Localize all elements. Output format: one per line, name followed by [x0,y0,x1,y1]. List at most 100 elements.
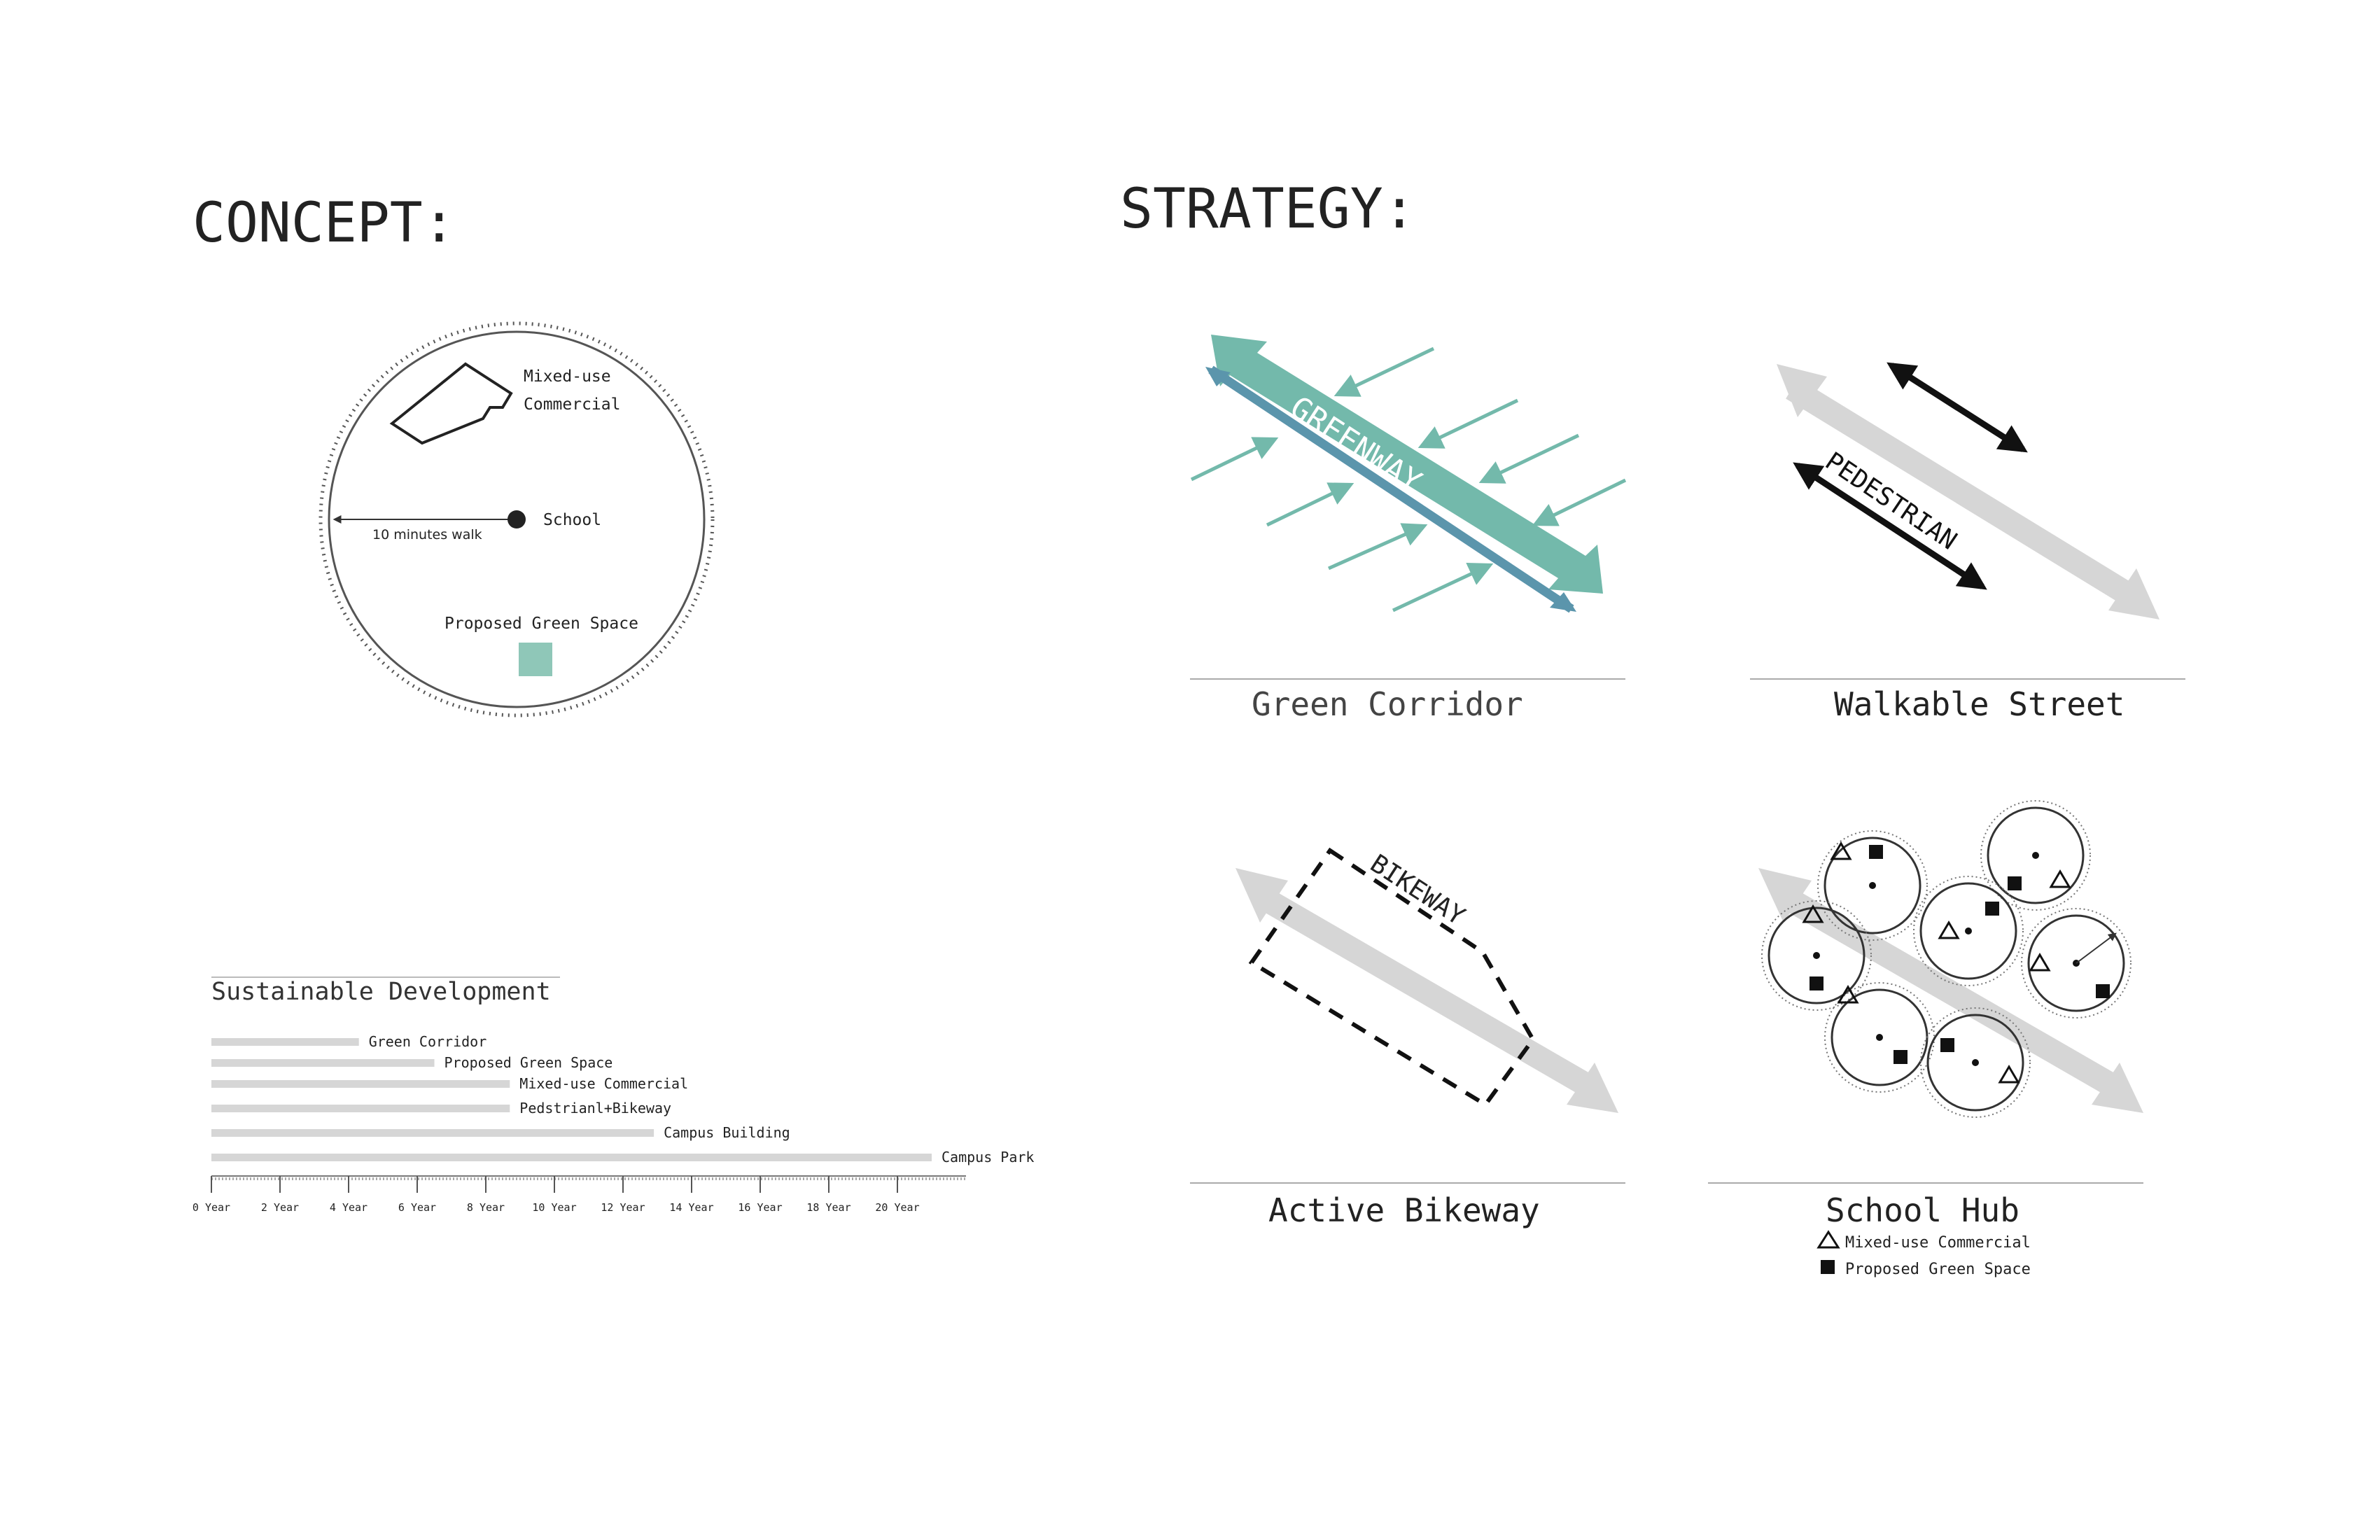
hub-school-dot [1965,927,1972,934]
hub-dotted-ring [1817,830,1928,941]
x-tick-label: 8 Year [467,1201,505,1214]
hub-circles [1761,800,2132,1118]
bikeway-dashed-lane [1248,847,1536,1107]
hub-circle [2027,914,2125,1012]
hub-circle [1823,836,1921,934]
street-arrow-head-end [2108,568,2160,620]
hub-dotted-ring [1761,900,1872,1011]
bar [211,1038,359,1046]
corridor-blue-arrow-head-end [1550,592,1576,612]
hub-circle [1768,906,1865,1004]
hub-school-dot [1813,952,1820,959]
bar-label: Campus Park [941,1149,1034,1166]
x-tick-label: 4 Year [330,1201,368,1214]
bar-label: Pedstrianl+Bikeway [519,1100,671,1116]
hub-green-space-square [1893,1050,1907,1064]
bar [211,1105,510,1112]
hub-circle [1987,806,2085,904]
hub-arrow-shaft [1777,886,2124,1099]
hub-mixed-use-triangle [1998,1065,2020,1084]
concept-heading: CONCEPT: [192,192,456,255]
hub-mixed-use-triangle [1938,920,1960,939]
x-tick-label: 20 Year [875,1201,919,1214]
bar-label: Proposed Green Space [444,1054,613,1071]
school-label: School [543,511,601,529]
hub-dotted-ring [1913,876,2024,986]
hub-mixed-use-triangle [2029,953,2051,972]
hub-mixed-use-triangle [1837,985,1859,1004]
flow-arrow [1478,433,1580,484]
flow-arrow [1418,398,1519,449]
bar [211,1059,435,1067]
flow-arrow [1334,346,1435,397]
x-tick-label: 16 Year [738,1201,782,1214]
strategy-heading: STRATEGY: [1120,178,1416,241]
legend-green-space: Proposed Green Space [1845,1261,2031,1278]
active-bikeway-caption: Active Bikeway [1268,1191,1540,1229]
panel-active-bikeway: BIKEWAY Active Bikeway [1190,847,1625,1229]
walk-radius-outer-dotted [318,321,715,718]
mixed-use-commercial-shape [389,362,513,445]
hub-green-space-square [1869,845,1883,859]
bar [211,1129,654,1137]
hub-mixed-use-triangle [2049,869,2071,888]
hub-radius-arrow [2076,932,2117,964]
sustainable-development-chart: Sustainable Development Green CorridorPr… [192,976,1034,1214]
hub-circle [1926,1014,2024,1112]
x-tick-label: 10 Year [532,1201,576,1214]
panel-school-hub: School Hub Mixed-use Commercial Proposed… [1708,800,2143,1278]
flow-arrow [1327,523,1428,570]
bar-label: Mixed-use Commercial [519,1075,688,1092]
x-tick-label: 6 Year [398,1201,436,1214]
hub-dotted-ring [1920,1007,2031,1118]
bikeway-arrow-head-end [1567,1063,1618,1113]
hub-green-space-square [2096,984,2110,998]
street-arrow-head-start [1777,364,1827,417]
walk-label: 10 minutes walk [372,527,482,542]
corridor-blue-arrow-head-start [1205,367,1231,386]
flow-arrow [1532,478,1627,526]
hub-mixed-use-triangle [1802,904,1824,923]
x-tick-label: 18 Year [806,1201,850,1214]
school-hub-caption: School Hub [1826,1191,2019,1229]
hub-arrow-head-end [2092,1063,2143,1113]
hub-school-dot [1876,1034,1883,1041]
bikeway-arrow-shaft [1254,886,1599,1099]
flow-arrows [1190,346,1627,612]
pedestrian-label: PEDESTRIAN [1820,447,1962,555]
x-tick-label: 2 Year [261,1201,299,1214]
flow-arrow [1190,437,1279,482]
hub-mixed-use-triangle [1830,841,1852,860]
mixed-use-label-line1: Mixed-use [524,368,611,386]
hub-green-space-square [1985,902,1999,916]
legend-triangle-icon [1816,1230,1840,1249]
concept-diagram: Mixed-use Commercial School 10 minutes w… [318,321,715,718]
flow-arrow [1392,562,1494,612]
pedestrian-arrow-lower [1793,462,1987,590]
hub-school-dot [1869,882,1876,889]
green-corridor-caption: Green Corridor [1252,685,1523,723]
walk-radius-circle [328,330,706,708]
flow-arrow [1266,482,1354,527]
bar [211,1080,510,1088]
bar-label: Campus Building [664,1124,790,1141]
panel-walkable-street: PEDESTRIAN Walkable Street [1750,362,2185,723]
panel-green-corridor: GREENWAY Green Corridor [1190,335,1627,723]
chart-title: Sustainable Development [211,978,551,1006]
hub-green-space-square [1809,976,1823,990]
corridor-blue-arrow [1208,365,1574,613]
hub-green-space-square [2008,876,2022,890]
mixed-use-label-line2: Commercial [524,396,620,414]
x-tick-label: 12 Year [601,1201,645,1214]
legend-mixed-use: Mixed-use Commercial [1845,1234,2031,1252]
pedestrian-arrow-upper [1886,362,2028,453]
walkable-street-caption: Walkable Street [1834,685,2124,723]
hub-circle [1919,882,2017,980]
green-space-label: Proposed Green Space [444,615,638,633]
hub-school-dot [1972,1059,1979,1066]
bar-label: Green Corridor [369,1033,487,1050]
x-tick-label: 0 Year [192,1201,230,1214]
green-space-square [519,643,552,676]
hub-dotted-ring [1980,800,2091,911]
